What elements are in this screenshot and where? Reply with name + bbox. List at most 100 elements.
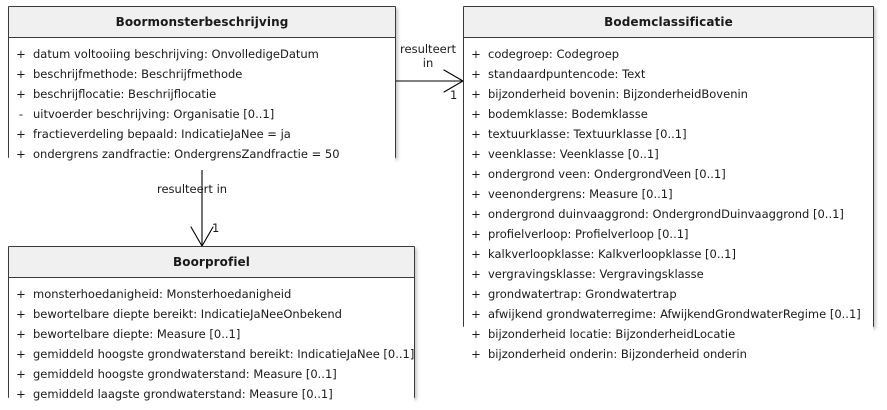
visibility-marker: + <box>16 147 26 161</box>
attribute-label: bijzonderheid bovenin: BijzonderheidBove… <box>488 87 748 101</box>
attribute-label: codegroep: Codegroep <box>488 47 620 61</box>
attribute-row[interactable]: + bijzonderheid bovenin: BijzonderheidBo… <box>464 84 873 104</box>
class-title-boorprofiel: Boorprofiel <box>173 255 250 269</box>
attribute-label: monsterhoedanigheid: Monsterhoedanigheid <box>33 287 292 301</box>
visibility-marker: + <box>471 327 481 341</box>
visibility-marker: + <box>16 47 26 61</box>
attribute-label: ondergrond veen: OndergrondVeen [0..1] <box>488 167 726 181</box>
class-attributes-boormonsterbeschrijving: + datum voltooiing beschrijving: Onvolle… <box>9 38 395 170</box>
attribute-row[interactable]: + textuurklasse: Textuurklasse [0..1] <box>464 124 873 144</box>
class-box-boorprofiel[interactable]: Boorprofiel + monsterhoedanigheid: Monst… <box>8 246 415 410</box>
connector-multiplicity-classificatie: 1 <box>450 88 458 102</box>
attribute-label: gemiddeld hoogste grondwaterstand bereik… <box>33 347 415 361</box>
class-header-boormonsterbeschrijving: Boormonsterbeschrijving <box>9 7 395 38</box>
visibility-marker: + <box>471 247 481 261</box>
class-attributes-bodemclassificatie: + codegroep: Codegroep + standaardpunten… <box>464 38 873 370</box>
attribute-row[interactable]: + fractieverdeling bepaald: IndicatieJaN… <box>9 124 395 144</box>
attribute-row[interactable]: + beschrijflocatie: Beschrijflocatie <box>9 84 395 104</box>
attribute-row[interactable]: + bewortelbare diepte: Measure [0..1] <box>9 324 414 344</box>
attribute-row[interactable]: + codegroep: Codegroep <box>464 44 873 64</box>
attribute-label: datum voltooiing beschrijving: Onvolledi… <box>33 47 319 61</box>
visibility-marker: + <box>16 87 26 101</box>
visibility-marker: - <box>18 107 24 121</box>
attribute-label: veenklasse: Veenklasse [0..1] <box>488 147 659 161</box>
attribute-label: ondergrens zandfractie: OndergrensZandfr… <box>33 147 340 161</box>
class-box-bodemclassificatie[interactable]: Bodemclassificatie + codegroep: Codegroe… <box>463 6 874 370</box>
attribute-label: uitvoerder beschrijving: Organisatie [0.… <box>33 107 275 121</box>
visibility-marker: + <box>471 127 481 141</box>
attribute-row[interactable]: + veenklasse: Veenklasse [0..1] <box>464 144 873 164</box>
attribute-label: beschrijfmethode: Beschrijfmethode <box>33 67 243 81</box>
visibility-marker: + <box>471 167 481 181</box>
connector-beschrijving-to-boorprofiel <box>190 159 214 248</box>
attribute-row[interactable]: + veenondergrens: Measure [0..1] <box>464 184 873 204</box>
attribute-row[interactable]: + ondergrens zandfractie: OndergrensZand… <box>9 144 395 164</box>
connector-label-line2: in <box>422 56 434 70</box>
attribute-row[interactable]: + bodemklasse: Bodemklasse <box>464 104 873 124</box>
visibility-marker: + <box>471 347 481 361</box>
attribute-row[interactable]: + datum voltooiing beschrijving: Onvolle… <box>9 44 395 64</box>
attribute-row[interactable]: + grondwatertrap: Grondwatertrap <box>464 284 873 304</box>
attribute-label: bodemklasse: Bodemklasse <box>488 107 648 121</box>
attribute-row[interactable]: + gemiddeld hoogste grondwaterstand bere… <box>9 344 414 364</box>
attribute-row[interactable]: + ondergrond veen: OndergrondVeen [0..1] <box>464 164 873 184</box>
visibility-marker: + <box>471 107 481 121</box>
class-header-boorprofiel: Boorprofiel <box>9 247 414 278</box>
attribute-label: kalkverloopklasse: Kalkverloopklasse [0.… <box>488 247 736 261</box>
attribute-row[interactable]: + bijzonderheid locatie: BijzonderheidLo… <box>464 324 873 344</box>
connector-label-resulteert-in-classificatie: resulteert in <box>396 42 460 70</box>
class-box-boormonsterbeschrijving[interactable]: Boormonsterbeschrijving + datum voltooii… <box>8 6 396 170</box>
visibility-marker: + <box>16 287 26 301</box>
attribute-label: veenondergrens: Measure [0..1] <box>488 187 673 201</box>
attribute-label: profielverloop: Profielverloop [0..1] <box>488 227 689 241</box>
attribute-row[interactable]: + bewortelbare diepte bereikt: Indicatie… <box>9 304 414 324</box>
attribute-label: bijzonderheid onderin: Bijzonderheid ond… <box>488 347 747 361</box>
visibility-marker: + <box>16 327 26 341</box>
attribute-row[interactable]: + kalkverloopklasse: Kalkverloopklasse [… <box>464 244 873 264</box>
visibility-marker: + <box>471 67 481 81</box>
attribute-label: fractieverdeling bepaald: IndicatieJaNee… <box>33 127 291 141</box>
class-title-boormonsterbeschrijving: Boormonsterbeschrijving <box>115 15 289 29</box>
connector-multiplicity-boorprofiel: 1 <box>212 221 220 235</box>
visibility-marker: + <box>471 187 481 201</box>
attribute-row[interactable]: - uitvoerder beschrijving: Organisatie [… <box>9 104 395 124</box>
attribute-label: grondwatertrap: Grondwatertrap <box>488 287 677 301</box>
class-header-bodemclassificatie: Bodemclassificatie <box>464 7 873 38</box>
visibility-marker: + <box>471 87 481 101</box>
attribute-label: gemiddeld hoogste grondwaterstand: Measu… <box>33 367 337 381</box>
visibility-marker: + <box>16 347 26 361</box>
attribute-row[interactable]: + vergravingsklasse: Vergravingsklasse <box>464 264 873 284</box>
attribute-label: ondergrond duinvaaggrond: OndergrondDuin… <box>488 207 844 221</box>
attribute-row[interactable]: + ondergrond duinvaaggrond: OndergrondDu… <box>464 204 873 224</box>
visibility-marker: + <box>16 367 26 381</box>
connector-label-resulteert-in-boorprofiel: resulteert in <box>157 182 228 196</box>
attribute-label: bewortelbare diepte bereikt: IndicatieJa… <box>33 307 342 321</box>
visibility-marker: + <box>471 227 481 241</box>
visibility-marker: + <box>471 267 481 281</box>
visibility-marker: + <box>16 307 26 321</box>
attribute-label: bijzonderheid locatie: BijzonderheidLoca… <box>488 327 736 341</box>
attribute-row[interactable]: + afwijkend grondwaterregime: AfwijkendG… <box>464 304 873 324</box>
attribute-row[interactable]: + standaardpuntencode: Text <box>464 64 873 84</box>
attribute-row[interactable]: + gemiddeld hoogste grondwaterstand: Mea… <box>9 364 414 384</box>
attribute-label: beschrijflocatie: Beschrijflocatie <box>33 87 217 101</box>
attribute-label: bewortelbare diepte: Measure [0..1] <box>33 327 241 341</box>
visibility-marker: + <box>471 147 481 161</box>
visibility-marker: + <box>16 127 26 141</box>
attribute-row[interactable]: + bijzonderheid onderin: Bijzonderheid o… <box>464 344 873 364</box>
attribute-row[interactable]: + gemiddeld laagste grondwaterstand: Mea… <box>9 384 414 404</box>
attribute-label: standaardpuntencode: Text <box>488 67 646 81</box>
visibility-marker: + <box>471 207 481 221</box>
attribute-row[interactable]: + beschrijfmethode: Beschrijfmethode <box>9 64 395 84</box>
visibility-marker: + <box>471 307 481 321</box>
visibility-marker: + <box>471 47 481 61</box>
class-title-bodemclassificatie: Bodemclassificatie <box>604 15 733 29</box>
attribute-row[interactable]: + profielverloop: Profielverloop [0..1] <box>464 224 873 244</box>
attribute-label: afwijkend grondwaterregime: AfwijkendGro… <box>488 307 861 321</box>
visibility-marker: + <box>16 387 26 401</box>
class-attributes-boorprofiel: + monsterhoedanigheid: Monsterhoedanighe… <box>9 278 414 410</box>
connector-label-line1: resulteert <box>400 42 456 56</box>
attribute-row[interactable]: + monsterhoedanigheid: Monsterhoedanighe… <box>9 284 414 304</box>
attribute-label: vergravingsklasse: Vergravingsklasse <box>488 267 704 281</box>
